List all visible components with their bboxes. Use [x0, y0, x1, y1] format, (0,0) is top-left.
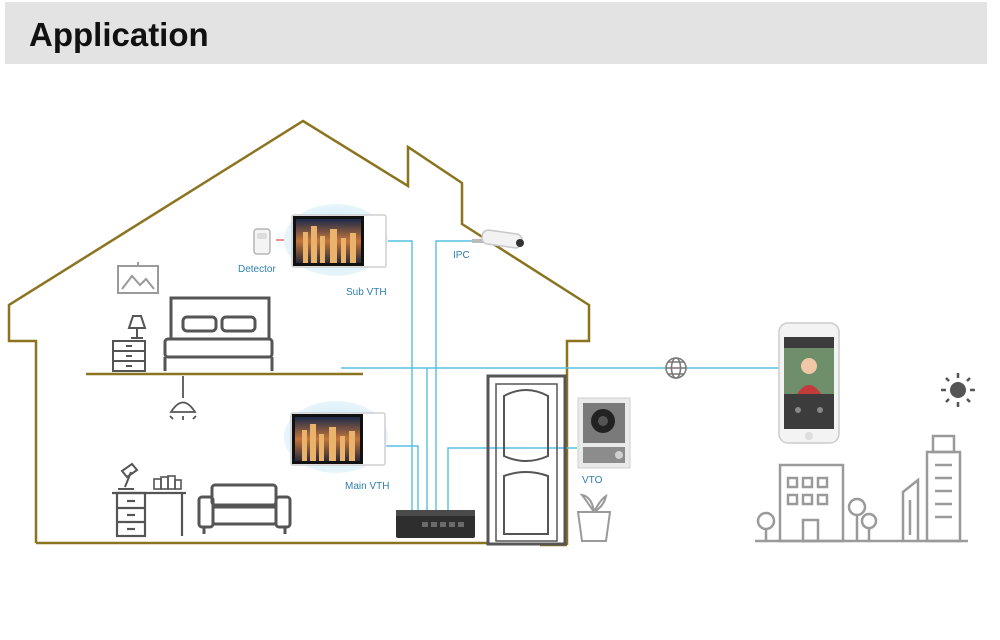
tree-icon: [756, 497, 878, 541]
skyscraper-icon: [901, 434, 962, 543]
sun-icon: [941, 373, 975, 407]
ipc-camera: [472, 229, 524, 249]
books-icon: [153, 475, 182, 490]
sofa-icon: [197, 483, 292, 534]
main-vth-monitor: [284, 401, 388, 473]
detector-icon: [253, 228, 271, 255]
detector-label: Detector: [238, 264, 276, 275]
smartphone-icon: [778, 322, 840, 444]
sub-vth-monitor: [284, 204, 388, 276]
ipc-label: IPC: [453, 250, 470, 261]
network-switch: [396, 510, 475, 538]
network-cables: [276, 239, 780, 518]
door-icon: [486, 374, 567, 546]
vto-station: [577, 397, 631, 469]
house-outline: [7, 119, 591, 545]
header-bar: Application: [5, 2, 987, 64]
table-lamp-icon: [127, 315, 147, 339]
globe-icon: [665, 357, 687, 379]
desk-lamp-icon: [118, 462, 139, 490]
page-title: Application: [29, 16, 209, 53]
vto-label: VTO: [582, 475, 603, 486]
sub-vth-label: Sub VTH: [346, 287, 387, 298]
nightstand-icon: [112, 340, 146, 372]
desk-icon: [112, 491, 186, 538]
picture-frame-icon: [117, 262, 159, 294]
bed-icon: [163, 296, 274, 371]
main-vth-label: Main VTH: [345, 481, 390, 492]
plant-icon: [576, 493, 612, 542]
ceiling-lamp-icon: [169, 376, 197, 420]
office-building-icon: [778, 463, 845, 543]
